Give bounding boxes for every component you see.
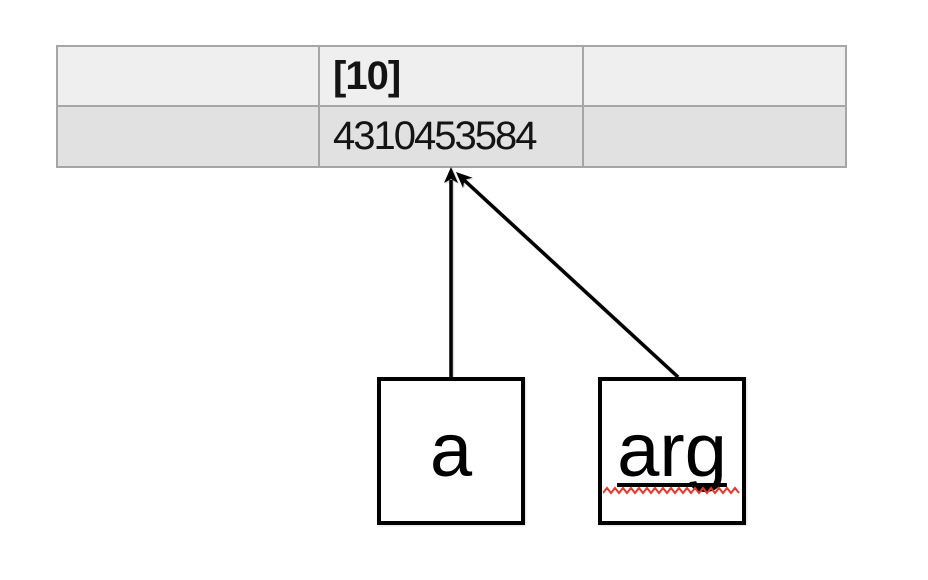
table-cell (58, 107, 318, 166)
table-cell (584, 107, 845, 166)
variable-label-a: a (429, 408, 473, 493)
table-cell (58, 47, 318, 105)
table-cell-object-id: 4310453584 (320, 107, 582, 166)
arrow-arg-to-value (456, 172, 680, 379)
variable-box-arg: arg (598, 377, 746, 525)
arrowhead-icon (444, 167, 458, 183)
variable-label-arg: arg (617, 408, 727, 493)
table-cell-index-header: [10] (320, 47, 582, 105)
table-cell (584, 47, 845, 105)
arrow-a-to-value (444, 167, 458, 377)
object-table: [10] 4310453584 (56, 45, 847, 168)
spellcheck-squiggle-icon (603, 486, 740, 495)
arrowhead-icon (456, 172, 473, 188)
variable-box-a: a (377, 377, 525, 525)
